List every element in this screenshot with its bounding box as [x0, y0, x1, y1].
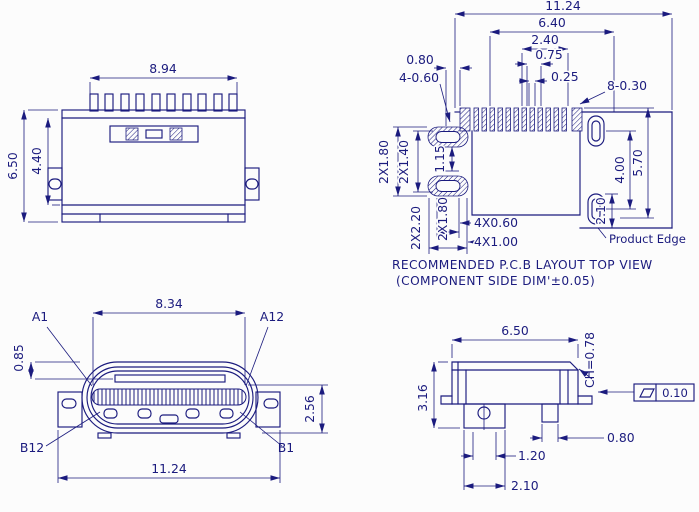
dim-shell-offset: 0.85 [11, 344, 26, 372]
dim-side-depth: 6.50 [501, 323, 529, 338]
pcb-layout-view: 11.24 6.40 2.40 0.80 4-0.60 0. [375, 0, 688, 290]
dim-top-width: 8.94 [149, 61, 177, 76]
latch-detail-left [125, 127, 139, 141]
flatness-callout: 0.10 [598, 383, 695, 402]
dim-pcb-slot-c: 2X2.20 [408, 206, 423, 250]
dim-pcb-center-span: 2.40 [531, 32, 559, 47]
pcb-slots-left [427, 126, 469, 197]
note-pcb-pads: 8-0.30 [607, 78, 647, 93]
pcb-caption-line1: RECOMMENDED P.C.B LAYOUT TOP VIEW [392, 258, 653, 272]
peg-housing [463, 403, 506, 429]
dim-side-height: 3.16 [415, 384, 430, 412]
rear-leg [541, 403, 559, 423]
smt-lead-right [577, 395, 593, 405]
product-edge-label: Product Edge [609, 232, 686, 246]
dim-front-overall: 11.24 [151, 461, 187, 476]
side-dimensions: 6.50 CH=0.78 0.10 3.16 0.80 [414, 322, 695, 495]
connector-top-view: 8.94 6.50 4.40 [4, 60, 260, 223]
pcb-caption-line2: (COMPONENT SIDE DIM'±0.05) [396, 274, 595, 288]
flatness-symbol-icon [639, 388, 655, 398]
smt-lead-left [440, 395, 453, 405]
dim-top-height: 6.50 [5, 152, 20, 180]
dim-pcb-slot-b: 2X1.40 [396, 140, 411, 184]
pin-label-b1: B1 [278, 440, 294, 455]
dim-contact-span: 8.34 [155, 296, 183, 311]
note-pcb-hole-b: 4X1.00 [474, 234, 518, 249]
top-view-dimensions: 8.94 6.50 4.40 [4, 60, 238, 223]
front-ear-right [255, 391, 281, 428]
dim-pcb-edge-b: 4.00 [612, 156, 627, 184]
dim-pcb-pitch-b: 0.25 [551, 69, 579, 84]
connector-front-view: A1 A12 8.34 0.85 B12 B1 2.56 11.24 [10, 295, 328, 483]
pcb-signal-pads [459, 107, 583, 132]
dim-flatness: 0.10 [662, 386, 688, 400]
connector-side-view: 6.50 CH=0.78 0.10 3.16 0.80 [414, 322, 695, 495]
latch-detail-right [169, 127, 183, 141]
dim-top-inner-height: 4.40 [29, 147, 44, 175]
dim-pcb-edge-c: 5.70 [630, 149, 645, 177]
side-body [440, 361, 593, 430]
pin-label-b12: B12 [20, 440, 44, 455]
contact-tongue [91, 388, 247, 406]
dim-pcb-hole-span: 6.40 [538, 15, 566, 30]
front-dimensions: A1 A12 8.34 0.85 B12 B1 2.56 11.24 [10, 295, 328, 483]
dim-pcb-pad-width: 0.80 [406, 52, 434, 67]
pin-label-a12: A12 [260, 309, 284, 324]
pin-label-a1: A1 [32, 309, 48, 324]
note-pcb-slots: 4-0.60 [399, 70, 439, 85]
dim-pcb-pitch-a: 0.75 [535, 47, 563, 62]
dim-pcb-offset: 1.15 [432, 145, 447, 173]
dim-pcb-slot-a: 2X1.80 [376, 140, 391, 184]
dim-pcb-overall: 11.24 [545, 0, 581, 13]
dim-pcb-edge-a: 2.10 [593, 197, 608, 225]
dim-peg-a: 1.20 [518, 448, 546, 463]
pcb-holes-right [587, 115, 605, 225]
mount-ear-left [47, 167, 63, 201]
dim-peg-b: 2.10 [511, 478, 539, 493]
dim-chamfer: CH=0.78 [582, 332, 597, 388]
dim-pcb-slot-d: 2X1.80 [435, 197, 450, 241]
dim-lead-width: 0.80 [607, 430, 635, 445]
product-edge-callout: Product Edge [597, 227, 687, 248]
pcb-outline [454, 111, 673, 229]
front-ear-left [57, 391, 83, 428]
dim-front-height: 2.56 [302, 395, 317, 423]
mount-ear-right [244, 167, 260, 201]
top-view-body [47, 93, 260, 223]
note-pcb-hole-a: 4X0.60 [474, 215, 518, 230]
pcb-dimensions: 11.24 6.40 2.40 0.80 4-0.60 0. [375, 0, 673, 254]
front-shell [57, 361, 281, 439]
